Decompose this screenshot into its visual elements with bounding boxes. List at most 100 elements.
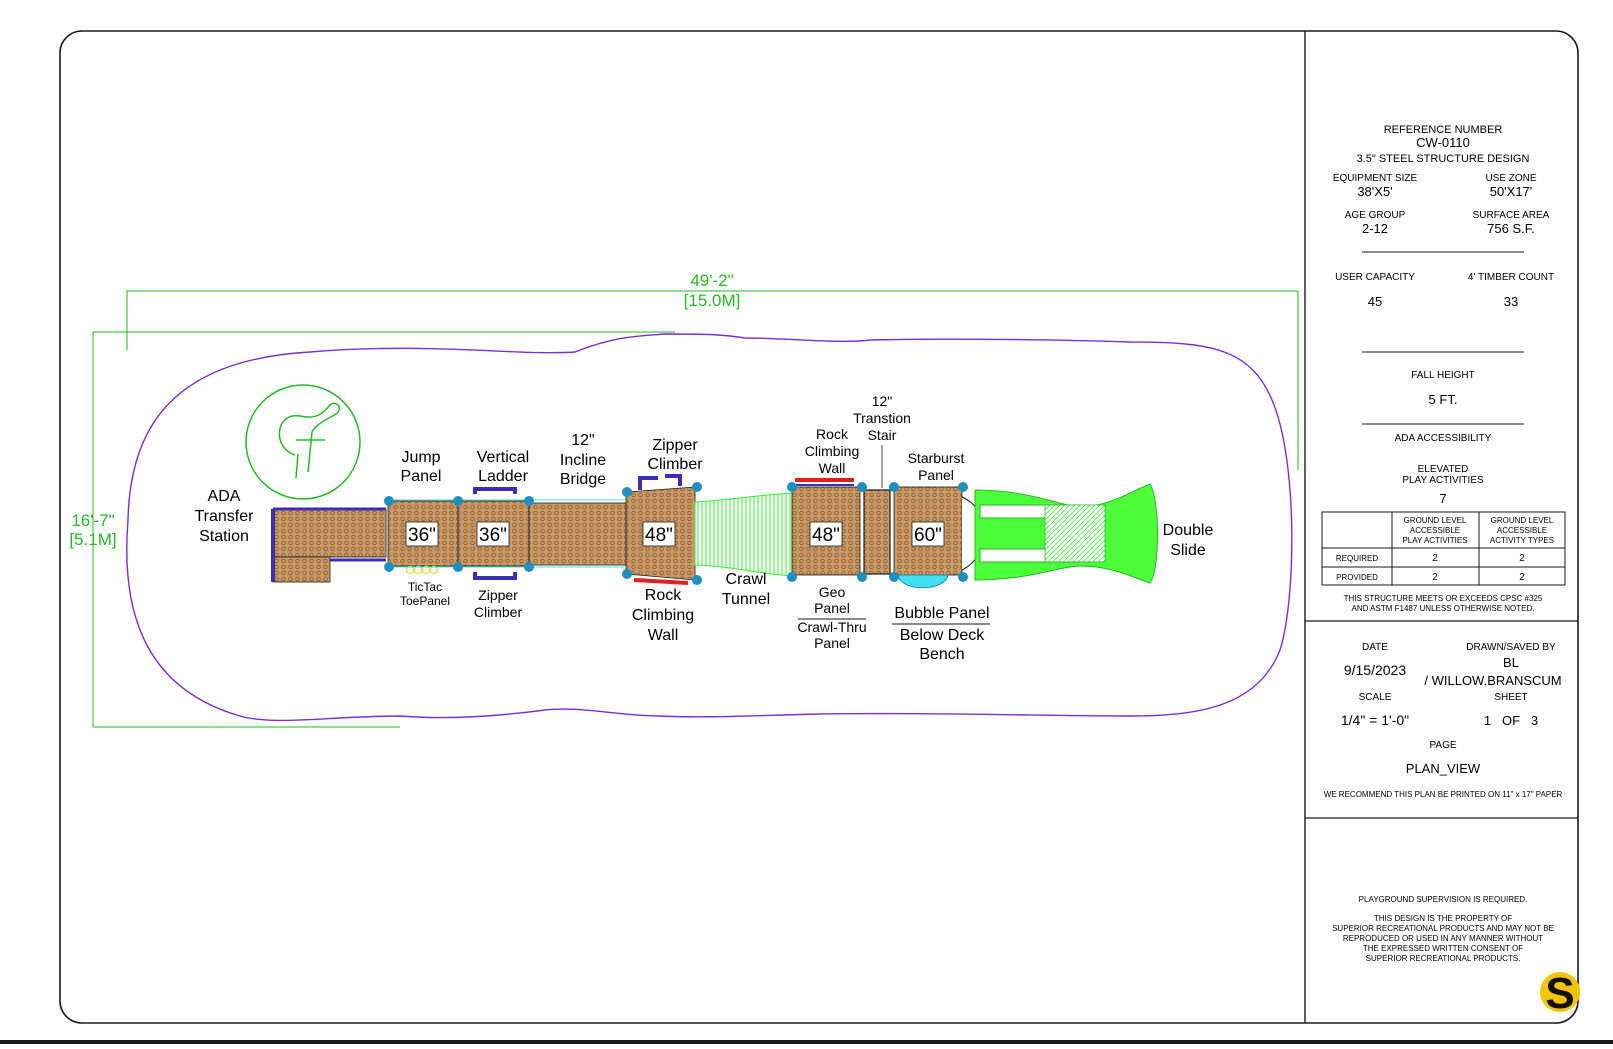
label-ada-transfer-1: ADA xyxy=(208,488,241,505)
label-jump-panel-1: Jump xyxy=(401,449,440,466)
label-rock-wall-bottom-2: Climbing xyxy=(632,607,694,624)
page-value: PLAN_VIEW xyxy=(1406,761,1481,776)
label-bubble-panel: Bubble Panel xyxy=(894,605,989,622)
standards-note-1: THIS STRUCTURE MEETS OR EXCEEDS CPSC #32… xyxy=(1344,594,1543,603)
structure-design: 3.5" STEEL STRUCTURE DESIGN xyxy=(1357,153,1530,165)
table-col2-header-2: ACCESSIBLE xyxy=(1497,526,1547,535)
title-block-lower: DATE 9/15/2023 DRAWN/SAVED BY BL / WILLO… xyxy=(1324,642,1563,963)
label-incline-bridge-2: Incline xyxy=(560,452,606,469)
posts xyxy=(384,482,968,585)
elevated-label-1: ELEVATED xyxy=(1418,464,1469,475)
property-note-5: SUPERIOR RECREATIONAL PRODUCTS. xyxy=(1366,954,1521,963)
table-col2-header-3: ACTIVITY TYPES xyxy=(1490,536,1554,545)
manufacturer-logo-icon xyxy=(245,384,361,500)
property-note-3: REPRODUCED OR USED IN ANY MANNER WITHOUT xyxy=(1343,934,1543,943)
table-cell: 2 xyxy=(1432,553,1438,564)
drawn-by: / WILLOW.BRANSCUM xyxy=(1424,673,1561,688)
table-row-label: REQUIRED xyxy=(1336,554,1378,563)
label-below-deck-1: Below Deck xyxy=(900,627,985,644)
table-cell: 2 xyxy=(1432,572,1438,583)
overall-length-label: 49'-2" xyxy=(690,271,733,290)
equipment-size-label: EQUIPMENT SIZE xyxy=(1333,173,1418,184)
deck-height-4: 48" xyxy=(812,525,840,546)
user-capacity-label: USER CAPACITY xyxy=(1335,272,1415,283)
label-vertical-ladder-2: Ladder xyxy=(478,468,528,485)
drawn-label: DRAWN/SAVED BY xyxy=(1466,642,1556,653)
table-col2-header-1: GROUND LEVEL xyxy=(1491,516,1554,525)
label-transition-stair-2: Transtion xyxy=(853,410,911,426)
component-labels: ADA Transfer Station Jump Panel Vertical… xyxy=(195,393,1214,663)
tictac-toe-panel xyxy=(405,565,439,575)
reference-label: REFERENCE NUMBER xyxy=(1384,124,1503,136)
label-zipper-bottom-2: Climber xyxy=(474,604,523,620)
label-jump-panel-2: Panel xyxy=(401,468,442,485)
label-zipper-top-2: Climber xyxy=(647,456,703,473)
label-rock-wall-top-3: Wall xyxy=(819,460,846,476)
label-crawl-thru-1: Crawl-Thru xyxy=(797,619,866,635)
use-zone-value: 50'X17' xyxy=(1490,184,1533,199)
transition-stair-deck xyxy=(863,489,891,575)
label-vertical-ladder-1: Vertical xyxy=(477,449,529,466)
double-slide-shape xyxy=(974,483,1158,584)
label-transition-stair-1: 12" xyxy=(872,393,893,409)
surface-area-value: 756 S.F. xyxy=(1487,221,1535,236)
label-double-slide-2: Slide xyxy=(1170,542,1206,559)
fall-height-value: 5 FT. xyxy=(1429,392,1458,407)
label-starburst-2: Panel xyxy=(918,467,954,483)
overall-length-dimension: 49'-2" [15.0M] xyxy=(126,271,1299,470)
timber-count-value: 33 xyxy=(1504,294,1518,309)
scale-value: 1/4" = 1'-0" xyxy=(1341,712,1409,728)
crawl-tunnel-shape xyxy=(694,492,793,577)
label-crawl-thru-2: Panel xyxy=(814,635,850,651)
fall-height-label: FALL HEIGHT xyxy=(1411,370,1475,381)
overall-width-dimension: 16'-7" [5.1M] xyxy=(69,331,675,728)
reference-number: CW-0110 xyxy=(1416,135,1470,150)
standards-note-2: AND ASTM F1487 UNLESS OTHERWISE NOTED. xyxy=(1351,604,1534,613)
label-geo-panel-2: Panel xyxy=(814,600,850,616)
sheet-label: SHEET xyxy=(1494,692,1527,703)
label-tictac-2: ToePanel xyxy=(400,594,450,608)
drawn-initials: BL xyxy=(1503,655,1519,670)
blue-panels xyxy=(473,474,854,585)
age-group-label: AGE GROUP xyxy=(1345,210,1406,221)
user-capacity-value: 45 xyxy=(1368,294,1382,309)
label-starburst-1: Starburst xyxy=(908,450,965,466)
deck-height-1: 36" xyxy=(408,525,436,546)
label-crawl-tunnel-1: Crawl xyxy=(726,571,767,588)
label-geo-panel-1: Geo xyxy=(819,584,846,600)
overall-length-metric: [15.0M] xyxy=(684,291,741,310)
bubble-panel xyxy=(897,574,949,589)
ada-transfer-station xyxy=(271,507,387,583)
property-note-2: SUPERIOR RECREATIONAL PRODUCTS AND MAY N… xyxy=(1332,924,1554,933)
deck-height-5: 60" xyxy=(914,525,942,546)
label-rock-wall-top-1: Rock xyxy=(816,426,849,442)
bottom-rule xyxy=(0,1040,1613,1044)
use-zone-outline xyxy=(126,333,1293,722)
deck-height-3: 48" xyxy=(645,525,673,546)
print-note: WE RECOMMEND THIS PLAN BE PRINTED ON 11"… xyxy=(1324,790,1563,799)
date-label: DATE xyxy=(1362,642,1388,653)
label-zipper-top-1: Zipper xyxy=(652,437,698,454)
table-col1-header-1: GROUND LEVEL xyxy=(1404,516,1467,525)
age-group-value: 2-12 xyxy=(1362,221,1388,236)
incline-bridge xyxy=(528,502,627,566)
label-incline-bridge-3: Bridge xyxy=(560,471,606,488)
property-note-1: THIS DESIGN IS THE PROPERTY OF xyxy=(1374,914,1512,923)
deck-height-2: 36" xyxy=(479,525,507,546)
table-cell: 2 xyxy=(1519,553,1525,564)
company-logo-letter: S xyxy=(1545,969,1574,1018)
label-zipper-bottom-1: Zipper xyxy=(478,587,518,603)
ada-accessibility-label: ADA ACCESSIBILITY xyxy=(1395,433,1492,444)
deck-edges xyxy=(388,499,626,568)
label-ada-transfer-2: Transfer xyxy=(195,508,255,525)
equipment-size-value: 38'X5' xyxy=(1357,184,1392,199)
label-rock-wall-top-2: Climbing xyxy=(805,443,859,459)
table-col1-header-2: ACCESSIBLE xyxy=(1410,526,1460,535)
label-below-deck-2: Bench xyxy=(919,646,964,663)
accessibility-table: GROUND LEVEL ACCESSIBLE PLAY ACTIVITIES … xyxy=(1321,511,1566,613)
overall-width-metric: [5.1M] xyxy=(69,530,116,549)
table-cell: 2 xyxy=(1519,572,1525,583)
title-block: REFERENCE NUMBER CW-0110 3.5" STEEL STRU… xyxy=(1333,124,1554,506)
